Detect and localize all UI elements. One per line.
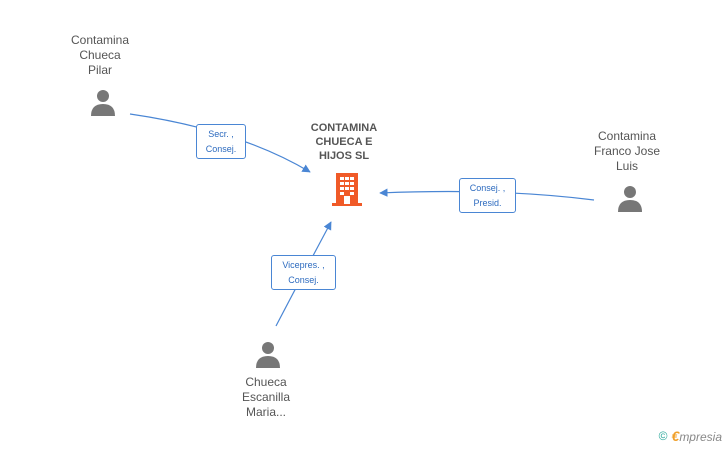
role-badge-p1[interactable]: Secr. , Consej. (196, 124, 246, 159)
building-icon[interactable] (332, 172, 362, 206)
role-badge-p3[interactable]: Vicepres. , Consej. (271, 255, 336, 290)
company-name[interactable]: CONTAMINA CHUECA E HIJOS SL (310, 122, 378, 162)
person-name-p1[interactable]: Contamina Chueca Pilar (70, 33, 130, 77)
role-badge-p2[interactable]: Consej. , Presid. (459, 178, 516, 213)
person-icon[interactable] (89, 88, 117, 116)
footer-credit: © €mpresia (659, 428, 722, 444)
person-icon[interactable] (616, 184, 644, 212)
person-name-p2[interactable]: Contamina Franco Jose Luis (593, 129, 661, 173)
copyright-symbol: © (658, 429, 668, 443)
person-icon[interactable] (254, 340, 282, 368)
person-name-p3[interactable]: Chueca Escanilla Maria... (241, 375, 291, 419)
brand-logo: €mpresia (671, 428, 722, 444)
